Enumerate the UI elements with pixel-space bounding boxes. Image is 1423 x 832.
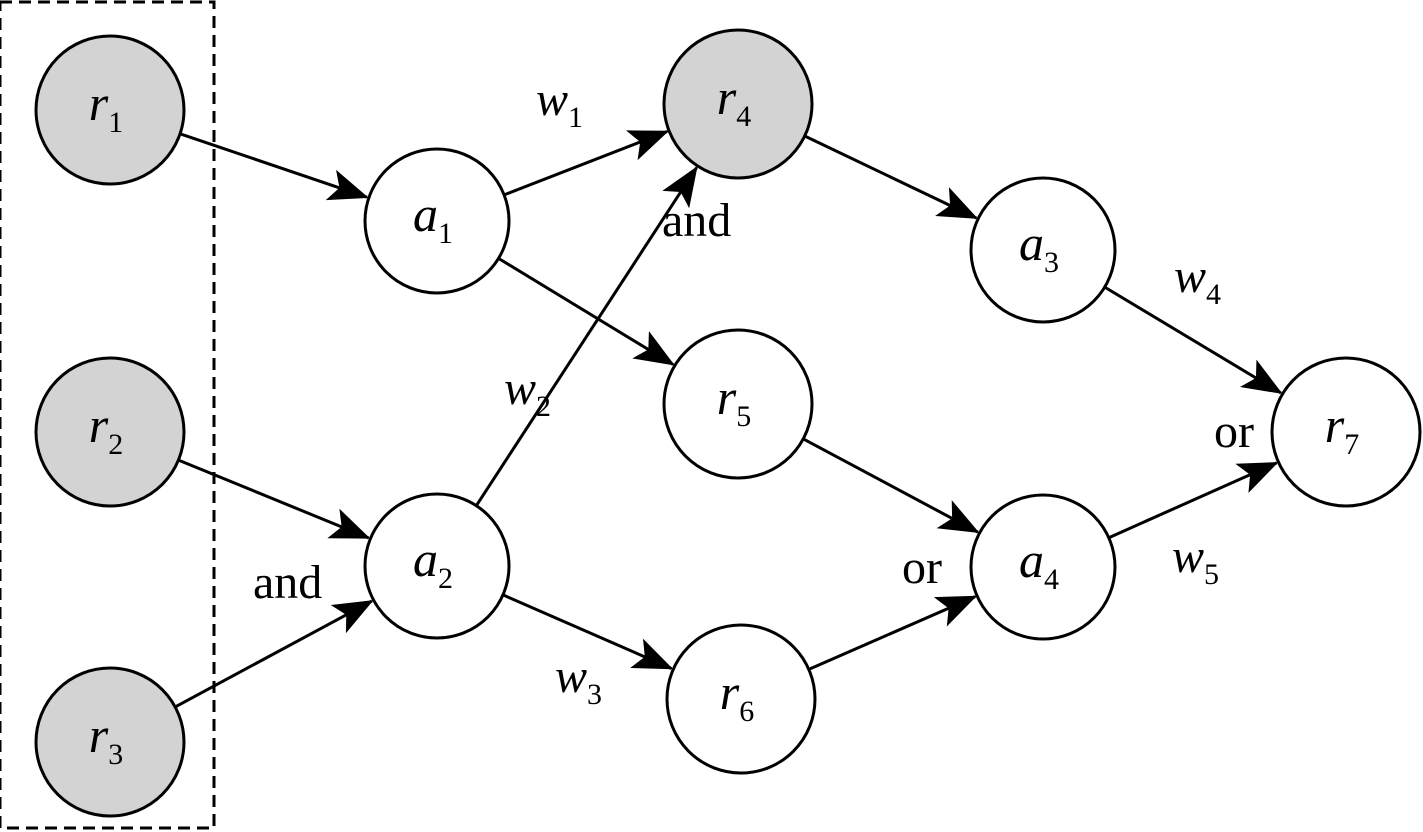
edge-r2-to-a2 — [177, 458, 371, 540]
node-a2-circle — [363, 492, 511, 640]
node-r3-label: r3 — [89, 707, 123, 771]
node-a4: a4 — [969, 493, 1117, 641]
edge-r1-to-a1 — [179, 132, 369, 201]
edges-layer — [174, 130, 1283, 709]
node-a3-circle — [969, 176, 1117, 324]
nodes-layer: r1 r2 r3 a1 a2 r4 r5 r6 a3 a4 r7 — [34, 28, 1422, 818]
labels-layer: w1 w2 w3 w4 w5 and and or or — [253, 73, 1254, 711]
node-r3: r3 — [34, 666, 186, 818]
edge-a3-to-r7 — [1103, 285, 1283, 395]
node-a3: a3 — [969, 176, 1117, 324]
node-r7-label: r7 — [1325, 397, 1359, 461]
node-r7-circle — [1270, 356, 1422, 508]
node-r7: r7 — [1270, 356, 1422, 508]
node-a4-circle — [969, 493, 1117, 641]
edge-label-w1: w1 — [536, 73, 583, 134]
node-r4: r4 — [662, 28, 814, 180]
node-r5-label: r5 — [717, 369, 751, 433]
node-r5-circle — [662, 328, 814, 480]
edge-label-and-r4: and — [662, 194, 731, 247]
node-a2: a2 — [363, 492, 511, 640]
node-r3-circle — [34, 666, 186, 818]
node-r4-label: r4 — [717, 69, 751, 133]
edge-a2-to-r6 — [502, 593, 674, 670]
node-a3-label: a3 — [1019, 215, 1059, 279]
edge-r3-to-a2 — [174, 599, 374, 709]
input-group-box — [0, 0, 216, 830]
node-r2: r2 — [34, 356, 186, 508]
edge-r5-to-a4 — [802, 437, 980, 534]
node-r1: r1 — [34, 34, 186, 186]
node-a1: a1 — [363, 147, 511, 295]
edge-label-and-a2: and — [253, 556, 322, 609]
edge-a4-to-r7 — [1108, 461, 1279, 540]
edge-label-w3: w3 — [555, 650, 602, 711]
node-r2-label: r2 — [89, 397, 123, 461]
node-a1-circle — [363, 147, 511, 295]
node-r6: r6 — [665, 623, 817, 775]
node-r6-label: r6 — [720, 664, 754, 728]
node-a1-label: a1 — [413, 186, 453, 250]
node-r2-circle — [34, 356, 186, 508]
node-a4-label: a4 — [1019, 532, 1059, 596]
edge-label-w2: w2 — [504, 362, 551, 423]
node-r1-circle — [34, 34, 186, 186]
edge-label-or-r7: or — [1214, 405, 1254, 458]
node-r1-label: r1 — [89, 75, 123, 139]
edge-r6-to-a4 — [808, 595, 978, 671]
edge-label-or-a4: or — [902, 541, 942, 594]
edge-label-w5: w5 — [1172, 530, 1219, 591]
node-r6-circle — [665, 623, 817, 775]
edge-a1-to-r5 — [497, 257, 675, 366]
edge-r4-to-a3 — [804, 134, 979, 220]
node-r4-circle — [662, 28, 814, 180]
node-a2-label: a2 — [413, 531, 453, 595]
node-r5: r5 — [662, 328, 814, 480]
edge-a2-to-r4 — [475, 166, 698, 507]
edge-a1-to-r4 — [503, 130, 670, 197]
edge-label-w4: w4 — [1174, 250, 1221, 311]
